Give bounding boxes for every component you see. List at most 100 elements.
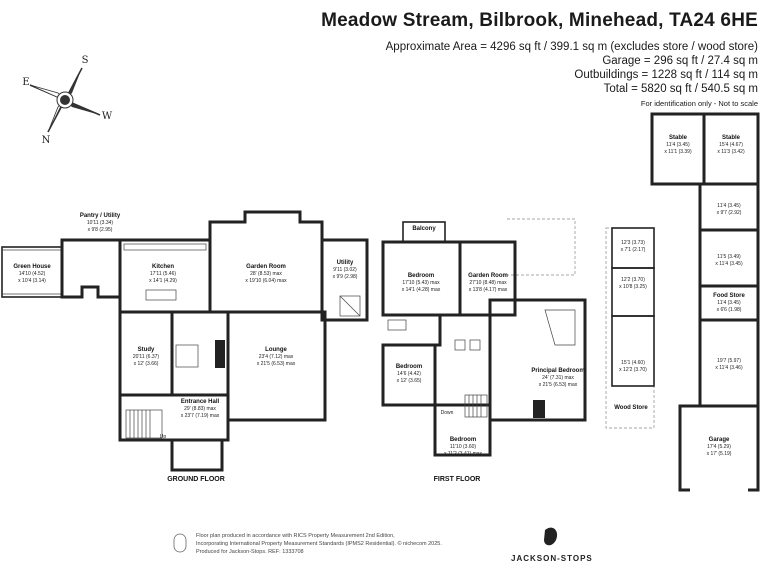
svg-text:11'4 (3.45): 11'4 (3.45) xyxy=(717,300,741,306)
garden-room-ground xyxy=(208,210,324,314)
kitchen-label: Kitchen xyxy=(152,264,174,270)
study-label: Study xyxy=(138,347,155,353)
approximate-area: Approximate Area = 4296 sq ft / 399.1 sq… xyxy=(385,41,758,53)
stairs-down-label: Down xyxy=(441,410,454,416)
first-floor-plan: Balcony Bedroom 17'10 (5.43) max x 14'1 … xyxy=(381,218,587,483)
ground-floor-plan: Pantry / Utility 10'11 (3.34) x 9'8 (2.9… xyxy=(1,210,369,483)
footer-line-3: Produced for Jackson-Stops. REF: 1333708 xyxy=(196,549,304,555)
svg-text:x 23'7 (7.19) max: x 23'7 (7.19) max xyxy=(181,413,220,419)
svg-text:24' (7.31) max: 24' (7.31) max xyxy=(542,375,574,381)
svg-text:12'3 (3.73): 12'3 (3.73) xyxy=(621,240,645,246)
entrance-hall-room xyxy=(118,393,230,442)
svg-text:27'10 (8.48) max: 27'10 (8.48) max xyxy=(469,280,507,286)
stables-block: Stable 11'4 (3.45) x 11'1 (3.39) Stable … xyxy=(650,112,760,492)
svg-text:x 11'1 (3.39): x 11'1 (3.39) xyxy=(664,149,692,155)
svg-text:x 21'5 (6.53) max: x 21'5 (6.53) max xyxy=(539,382,578,388)
garage xyxy=(678,404,760,492)
balcony-label: Balcony xyxy=(412,226,436,232)
pantry-label: Pantry / Utility xyxy=(80,213,121,219)
svg-text:11'4 (3.45): 11'4 (3.45) xyxy=(717,203,741,209)
compass-e: E xyxy=(22,77,29,88)
svg-text:x 11'2 (3.41) max: x 11'2 (3.41) max xyxy=(444,451,483,457)
svg-text:12'2 (3.70): 12'2 (3.70) xyxy=(621,277,645,283)
svg-text:x 10'8 (3.25): x 10'8 (3.25) xyxy=(619,284,647,290)
svg-text:x 11'4 (3.46): x 11'4 (3.46) xyxy=(715,365,743,371)
svg-text:17'11 (5.46): 17'11 (5.46) xyxy=(150,271,176,277)
svg-text:15'1 (4.60): 15'1 (4.60) xyxy=(621,360,645,366)
first-stairs xyxy=(464,394,488,418)
svg-text:19'7 (5.97): 19'7 (5.97) xyxy=(717,358,741,364)
svg-text:x 11'4 (3.45): x 11'4 (3.45) xyxy=(715,261,743,267)
wood-store-block: 12'3 (3.73) x 7'1 (2.17) 12'2 (3.70) x 1… xyxy=(605,227,655,429)
bedroom-3 xyxy=(433,405,492,457)
balcony xyxy=(402,221,446,243)
utility-label: Utility xyxy=(337,260,354,266)
svg-text:11'10 (3.60): 11'10 (3.60) xyxy=(450,444,476,450)
green-house-label: Green House xyxy=(13,264,51,270)
jackson-stops-logo-icon xyxy=(544,527,558,546)
svg-text:x 12' (3.66): x 12' (3.66) xyxy=(134,361,159,367)
footer-line-1: Floor plan produced in accordance with R… xyxy=(196,533,395,539)
brand-name: JACKSON-STOPS xyxy=(511,554,593,563)
garden-room-first xyxy=(458,240,517,317)
principal-bedroom-label: Principal Bedroom xyxy=(531,368,584,374)
svg-text:11'5 (3.49): 11'5 (3.49) xyxy=(717,254,741,260)
svg-text:x 12'2 (3.70): x 12'2 (3.70) xyxy=(619,367,647,373)
outbuildings-area: Outbuildings = 1228 sq ft / 114 sq m xyxy=(574,69,758,81)
svg-text:x 6'6 (1.98): x 6'6 (1.98) xyxy=(717,307,742,313)
wood-store-label: Wood Store xyxy=(614,405,648,411)
stable-1-label: Stable xyxy=(669,135,688,141)
svg-text:x 12' (3.65): x 12' (3.65) xyxy=(397,378,422,384)
lounge-label: Lounge xyxy=(265,347,287,353)
svg-text:x 9'9 (2.98): x 9'9 (2.98) xyxy=(333,274,358,280)
svg-text:20'11 (6.37): 20'11 (6.37) xyxy=(133,354,159,360)
ground-stairs xyxy=(125,409,163,439)
stable-2-label: Stable xyxy=(722,135,741,141)
svg-text:x 13'8 (4.17) max: x 13'8 (4.17) max xyxy=(469,287,508,293)
total-area: Total = 5820 sq ft / 540.5 sq m xyxy=(603,83,758,95)
ground-floor-label: GROUND FLOOR xyxy=(167,476,225,483)
svg-text:23'4 (7.12) max: 23'4 (7.12) max xyxy=(259,354,294,360)
lounge-room xyxy=(226,310,327,422)
svg-text:x 14'1 (4.28) max: x 14'1 (4.28) max xyxy=(402,287,441,293)
pantry-room xyxy=(60,238,122,299)
svg-text:29' (8.83) max: 29' (8.83) max xyxy=(184,406,216,412)
bedroom-3-label: Bedroom xyxy=(450,437,476,443)
bedroom-2-label: Bedroom xyxy=(396,364,422,370)
compass-w: W xyxy=(102,111,113,122)
svg-text:x 9'8 (2.95): x 9'8 (2.95) xyxy=(88,227,113,233)
footer-line-2: Incorporating International Property Mea… xyxy=(196,540,442,547)
garden-room-first-label: Garden Room xyxy=(468,273,508,279)
svg-text:x 17' (5.19): x 17' (5.19) xyxy=(707,451,732,457)
svg-text:x 7'1 (2.17): x 7'1 (2.17) xyxy=(621,247,646,253)
principal-bedroom xyxy=(488,298,587,422)
bedroom-1-label: Bedroom xyxy=(408,273,434,279)
svg-text:x 21'5 (6.53) max: x 21'5 (6.53) max xyxy=(257,361,296,367)
compass-n: N xyxy=(42,135,51,146)
property-title: Meadow Stream, Bilbrook, Minehead, TA24 … xyxy=(321,10,758,31)
svg-text:x 11'3 (3.42): x 11'3 (3.42) xyxy=(717,149,745,155)
svg-text:14'6 (4.42): 14'6 (4.42) xyxy=(397,371,421,377)
svg-text:x 19'10 (6.04) max: x 19'10 (6.04) max xyxy=(245,278,287,284)
svg-text:17'10 (5.43) max: 17'10 (5.43) max xyxy=(402,280,440,286)
svg-text:28' (8.53) max: 28' (8.53) max xyxy=(250,271,282,277)
garden-room-ground-label: Garden Room xyxy=(246,264,286,270)
garage-area: Garage = 296 sq ft / 27.4 sq m xyxy=(602,55,758,67)
svg-text:x 9'7 (2.92): x 9'7 (2.92) xyxy=(717,210,742,216)
svg-text:9'11 (3.02): 9'11 (3.02) xyxy=(333,267,357,273)
svg-text:10'11 (3.34): 10'11 (3.34) xyxy=(87,220,113,226)
svg-text:11'4 (3.45): 11'4 (3.45) xyxy=(666,142,690,148)
rics-logo-icon xyxy=(173,533,187,553)
food-store-label: Food Store xyxy=(713,293,745,299)
wood-store xyxy=(605,227,655,429)
svg-text:x 10'4 (3.14): x 10'4 (3.14) xyxy=(18,278,46,284)
svg-text:17'4 (5.29): 17'4 (5.29) xyxy=(707,444,731,450)
entrance-hall-label: Entrance Hall xyxy=(181,399,220,405)
utility-room xyxy=(320,238,369,322)
footer: Floor plan produced in accordance with R… xyxy=(173,527,593,563)
svg-text:15'4 (4.67): 15'4 (4.67) xyxy=(719,142,743,148)
stairs-up-label: Up xyxy=(160,434,167,440)
garage-label: Garage xyxy=(709,437,730,443)
compass-rose: S E W N xyxy=(22,55,113,146)
